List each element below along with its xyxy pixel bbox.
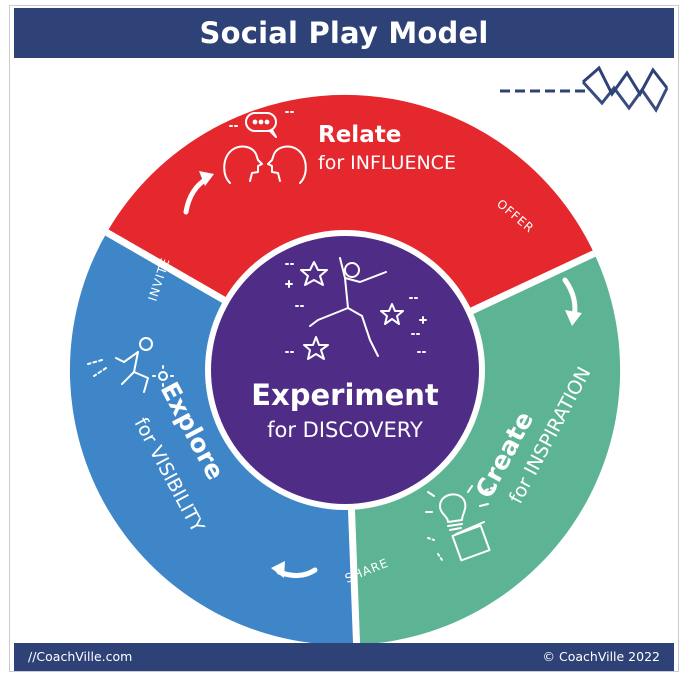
- zigzag-icon: [500, 65, 669, 113]
- center-subtitle: for DISCOVERY: [267, 418, 423, 442]
- segment-create: [351, 253, 621, 645]
- explorer-icon: [87, 337, 174, 393]
- conversation-icon: [223, 111, 307, 184]
- lightbulb-icon: [425, 485, 493, 562]
- center-circle: [211, 236, 479, 504]
- dancer-icon: [285, 257, 427, 360]
- segment-relate: [106, 94, 595, 313]
- relate-title: Relate: [318, 122, 401, 148]
- footer-bar: //CoachVille.com © CoachVille 2022: [14, 643, 674, 671]
- footer-website-link[interactable]: //CoachVille.com: [28, 649, 133, 664]
- page-title: Social Play Model: [199, 16, 489, 50]
- header-bar: Social Play Model: [14, 8, 674, 58]
- center-title: Experiment: [251, 378, 439, 412]
- flow-arrows: [183, 171, 582, 578]
- ring: [69, 94, 621, 646]
- footer-copyright: © CoachVille 2022: [542, 649, 660, 664]
- relate-subtitle: for INFLUENCE: [318, 152, 456, 174]
- segment-explore: [69, 232, 357, 646]
